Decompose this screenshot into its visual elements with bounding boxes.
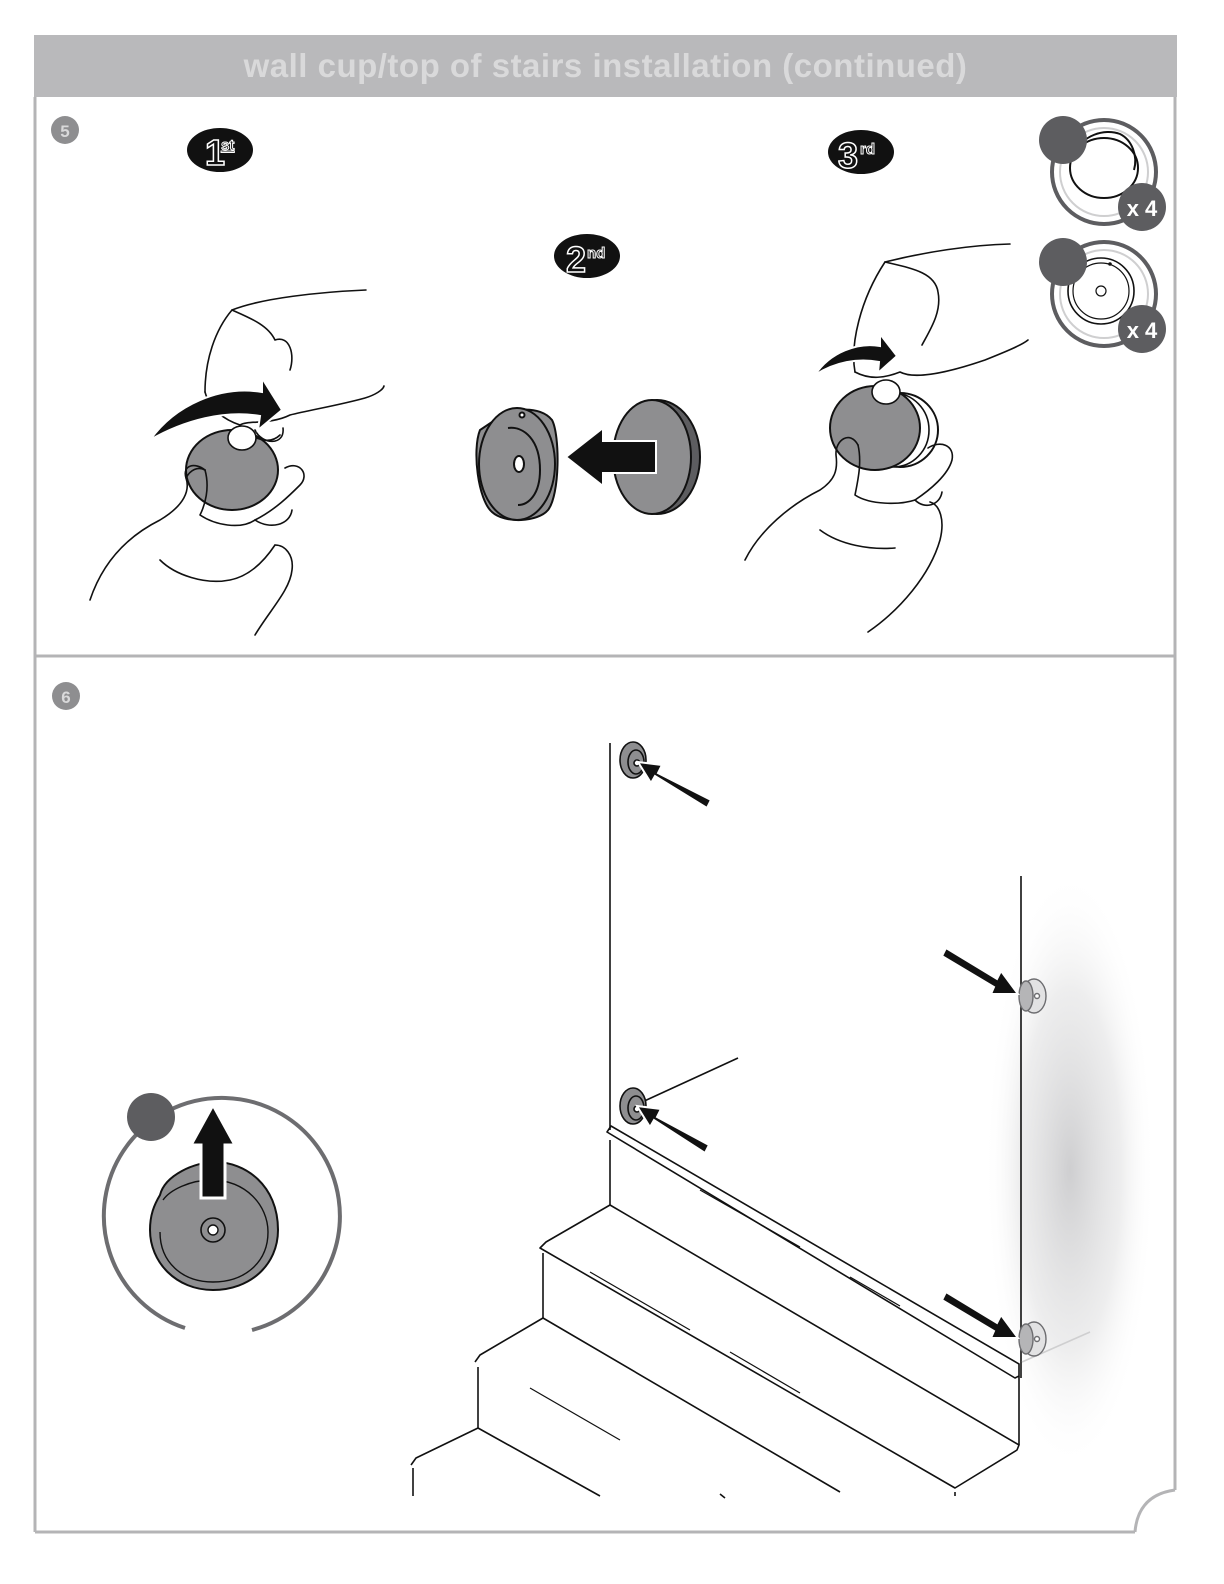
wall-shadow bbox=[985, 870, 1155, 1470]
hand-illustration bbox=[90, 290, 384, 635]
step-5-number-badge: 5 bbox=[51, 116, 79, 144]
step-6-number-badge: 6 bbox=[52, 682, 80, 710]
order-badge-2nd: 2 nd bbox=[554, 234, 620, 280]
step-5-number: 5 bbox=[60, 122, 69, 141]
order-badge-2nd-digit: 2 bbox=[566, 239, 586, 280]
order-badge-3rd-suffix: rd bbox=[860, 141, 875, 158]
hand-illustration bbox=[745, 244, 1028, 632]
rotate-arrow-icon bbox=[815, 334, 897, 375]
part-quantity: x 4 bbox=[1127, 196, 1158, 221]
mounted-wall-cup-bottom-right bbox=[1019, 1322, 1046, 1356]
step-6-number: 6 bbox=[61, 688, 70, 707]
part-callout-wall-cup-base: x 4 bbox=[1039, 238, 1166, 353]
rotate-arrow-icon bbox=[150, 378, 282, 440]
stairs-illustration bbox=[411, 1126, 1019, 1498]
order-badge-3rd-digit: 3 bbox=[838, 135, 858, 176]
order-badge-3rd: 3 rd bbox=[828, 130, 894, 176]
wall-cup-detail-callout bbox=[104, 1093, 340, 1330]
part-callout-wall-cup: x 4 bbox=[1039, 116, 1166, 231]
part-quantity: x 4 bbox=[1127, 318, 1158, 343]
mounted-wall-cup-top-right bbox=[1019, 979, 1046, 1013]
order-badge-2nd-suffix: nd bbox=[587, 245, 605, 262]
mounted-wall-cup-top-left bbox=[620, 742, 646, 778]
order-badge-1st: 1 st bbox=[187, 128, 253, 173]
order-badge-1st-suffix: st bbox=[221, 137, 234, 154]
